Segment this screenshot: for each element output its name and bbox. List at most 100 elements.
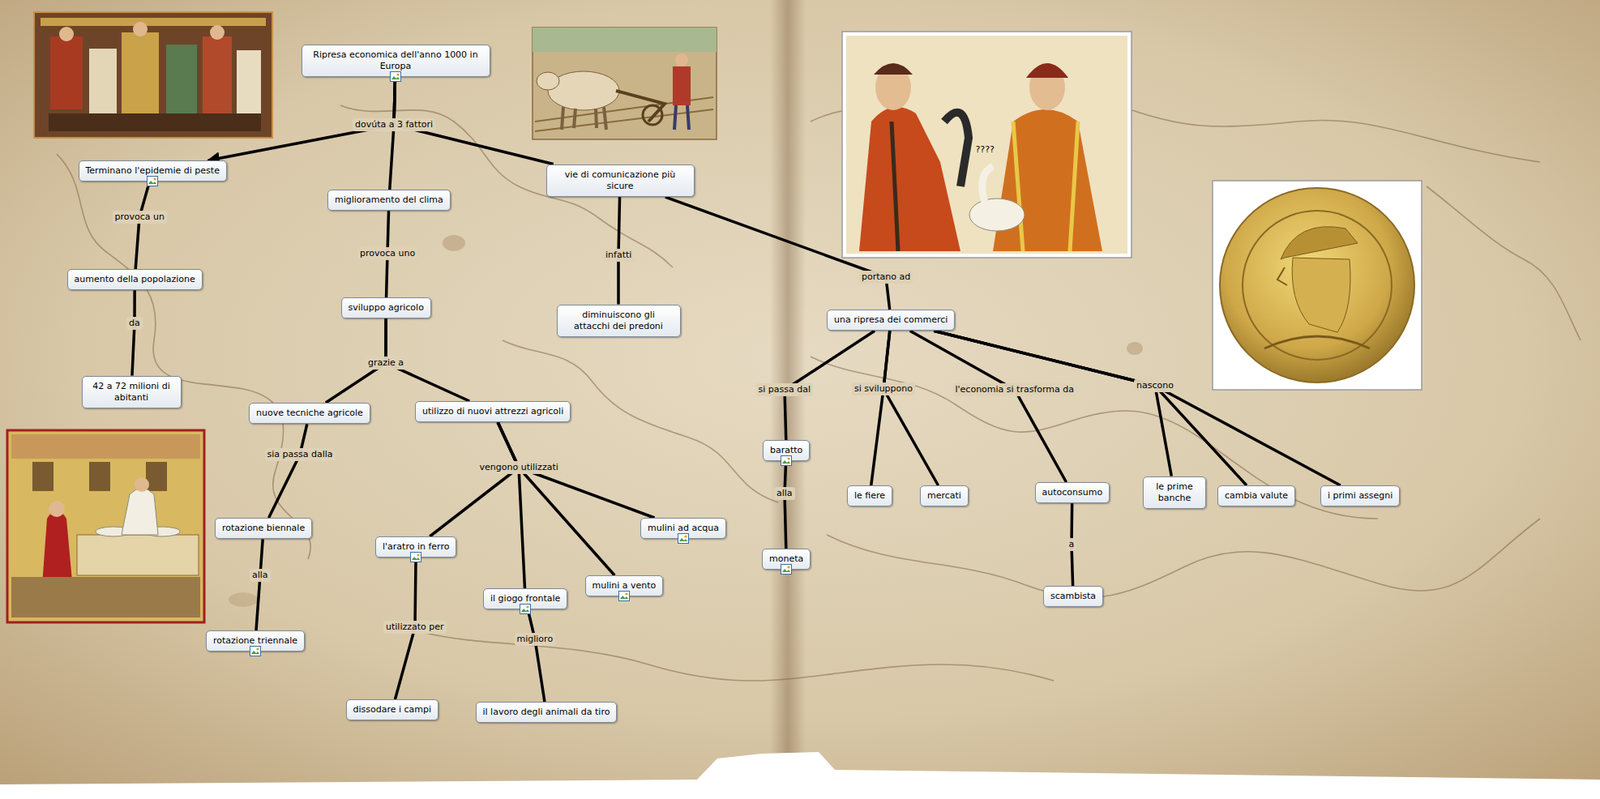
concept-text: moneta <box>769 553 804 565</box>
concept-text: le prime banche <box>1150 481 1199 505</box>
image-icon <box>519 603 531 615</box>
image-icon-frame <box>781 456 792 467</box>
plague-picture-part <box>40 17 266 26</box>
shop-picture-part <box>11 577 201 618</box>
connector <box>784 461 787 549</box>
connector <box>497 422 525 589</box>
connector <box>883 330 939 486</box>
connector <box>933 330 1172 476</box>
merchants-picture-part <box>891 121 899 252</box>
image-icon <box>618 590 630 602</box>
plough-picture-part <box>561 106 607 130</box>
linking-phrase: utilizzato per <box>383 620 447 634</box>
coin-picture-part <box>1242 210 1392 360</box>
merchants-picture-part <box>846 35 1128 254</box>
linking-phrase: vengono utilizzati <box>477 461 561 475</box>
concept-box: mercati <box>919 485 969 507</box>
concept-box: mulini a vento <box>585 575 664 597</box>
concept-text: baratto <box>770 444 803 457</box>
merchants-picture-part <box>982 166 993 203</box>
connector <box>933 330 1341 486</box>
concept-box: Ripresa economica dell'anno 1000 in Euro… <box>301 44 491 78</box>
image-icon <box>389 71 402 82</box>
plough-picture-part <box>674 105 689 130</box>
concept-text: miglioramento del clima <box>334 194 444 206</box>
shop-picture <box>7 430 205 623</box>
image-icon-mark <box>411 556 420 561</box>
image-icon-frame <box>781 564 792 575</box>
merchants-picture-part <box>842 31 1132 258</box>
parchment-ground-part <box>442 235 466 252</box>
concept-text: scambista <box>1050 590 1096 603</box>
image-icon-frame <box>390 72 402 82</box>
merchants-picture-part <box>873 63 913 75</box>
image-icon-sun <box>396 72 399 76</box>
merchants-picture-part <box>1026 63 1069 78</box>
image-icon <box>410 551 422 563</box>
concept-box: 42 a 72 milioni di abitanti <box>81 376 182 410</box>
plough-picture-part <box>672 66 691 106</box>
coin-picture <box>1212 180 1422 390</box>
image-icon-sun <box>526 606 530 609</box>
coin-picture-part <box>1291 257 1351 333</box>
concept-box: Terminano l'epidemie di peste <box>78 160 227 182</box>
coin-picture-part <box>1264 336 1370 349</box>
plague-picture-part <box>59 26 74 42</box>
plague-picture-part <box>236 50 261 114</box>
concept-text: mulini ad acqua <box>647 522 719 535</box>
connector <box>910 330 1067 483</box>
image-icon-frame <box>618 591 629 602</box>
image-icon-mark <box>148 180 157 184</box>
linking-phrase: si sviluppono <box>851 382 916 396</box>
linking-phrase: l'economia si trasforma da <box>953 383 1078 397</box>
plague-picture-part <box>89 48 117 114</box>
linking-phrase: nascono <box>1133 379 1177 393</box>
concept-box: miglioramento del clima <box>327 189 451 211</box>
concept-text: cambia valute <box>1224 490 1288 502</box>
merchants-picture-part <box>992 109 1103 252</box>
concept-text: rotazione biennale <box>222 522 305 535</box>
concept-box: autoconsumo <box>1035 482 1111 504</box>
plough-picture-part <box>536 72 560 90</box>
image-icon-frame <box>250 646 261 657</box>
concept-box: aumento della popolazione <box>67 269 203 291</box>
shop-picture-part <box>121 488 159 536</box>
connector <box>429 422 519 537</box>
plague-picture <box>34 12 273 138</box>
concept-box: i primi assegni <box>1320 485 1400 507</box>
concept-box: mulini ad acqua <box>640 517 727 540</box>
concept-box: utilizzo di nuovi attrezzi agricoli <box>414 401 571 423</box>
merchants-picture <box>842 31 1132 258</box>
connector <box>269 423 308 518</box>
linking-phrase: sia passa dalla <box>265 448 336 462</box>
image-icon-sun <box>417 554 420 557</box>
concept-text: Ripresa economica dell'anno 1000 in Euro… <box>308 49 484 73</box>
concept-box: nuove tecniche agricole <box>248 402 371 424</box>
linking-phrase: miglioro <box>514 633 557 646</box>
concept-box: l'aratro in ferro <box>375 536 457 558</box>
concept-text: 42 a 72 milioni di abitanti <box>89 380 175 405</box>
linking-phrase: dovúta a 3 fattori <box>352 118 436 132</box>
concept-box: cambia valute <box>1217 485 1296 507</box>
concept-box: moneta <box>761 548 811 570</box>
image-icon <box>249 645 261 657</box>
image-icon-mark <box>679 538 688 542</box>
image-icon-mark <box>521 608 530 612</box>
plough-picture <box>532 27 717 140</box>
concept-box: rotazione triennale <box>205 630 305 652</box>
shop-picture-part <box>145 462 167 492</box>
linking-phrase: a <box>1066 538 1078 552</box>
image-icon <box>146 175 159 187</box>
image-icon-sun <box>684 535 687 539</box>
plague-picture-part <box>34 12 273 138</box>
image-icon-frame <box>410 552 422 563</box>
concept-text: vie di comunicazione più sicure <box>553 169 688 193</box>
image-icon <box>780 564 792 575</box>
connector <box>497 422 615 576</box>
concept-box: rotazione biennale <box>214 517 313 540</box>
plague-picture-part <box>132 21 148 37</box>
linking-phrase: infatti <box>603 248 634 262</box>
plague-picture-part <box>48 113 261 132</box>
